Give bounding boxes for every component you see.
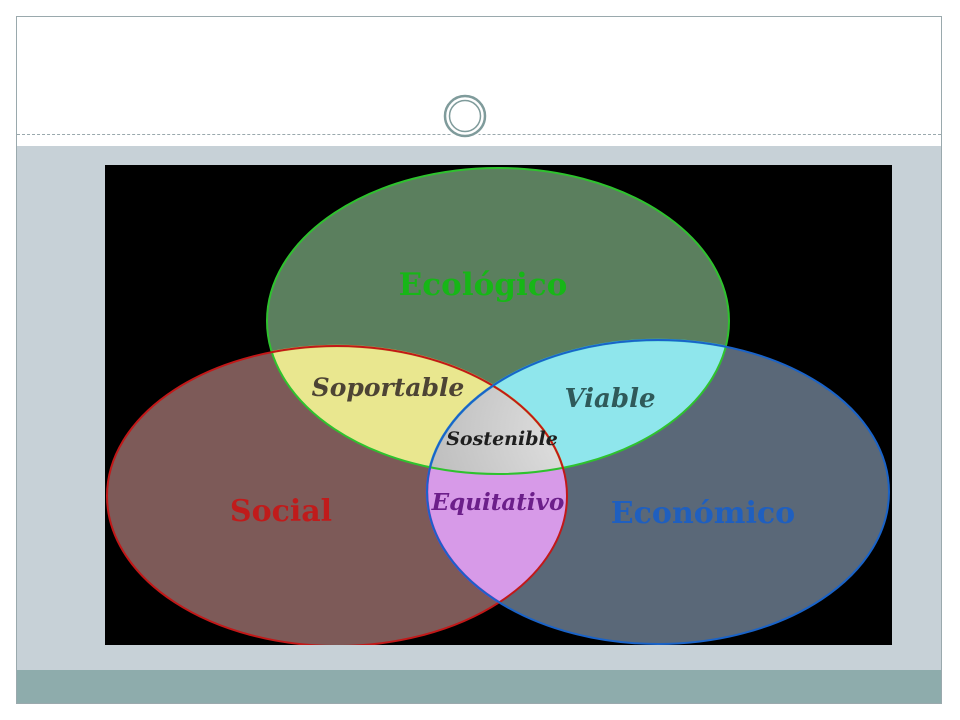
economico-outline	[426, 339, 890, 645]
label-social: Social	[230, 494, 332, 529]
ecologico-outline	[266, 167, 730, 475]
label-soportable: Soportable	[312, 373, 465, 402]
venn-diagram: Ecológico Social Económico Soportable Vi…	[105, 165, 892, 645]
circle-ornament	[442, 93, 488, 139]
header-divider	[17, 134, 941, 135]
label-equitativo: Equitativo	[431, 489, 565, 516]
label-sostenible: Sostenible	[446, 428, 558, 450]
venn-svg: Ecológico Social Económico Soportable Vi…	[106, 167, 890, 645]
label-ecologico: Ecológico	[399, 267, 568, 303]
social-outline	[106, 345, 568, 645]
footer-band	[17, 670, 941, 703]
label-economico: Económico	[611, 496, 795, 531]
label-viable: Viable	[564, 384, 655, 414]
viable-region	[427, 340, 729, 474]
soportable-region	[267, 346, 567, 474]
